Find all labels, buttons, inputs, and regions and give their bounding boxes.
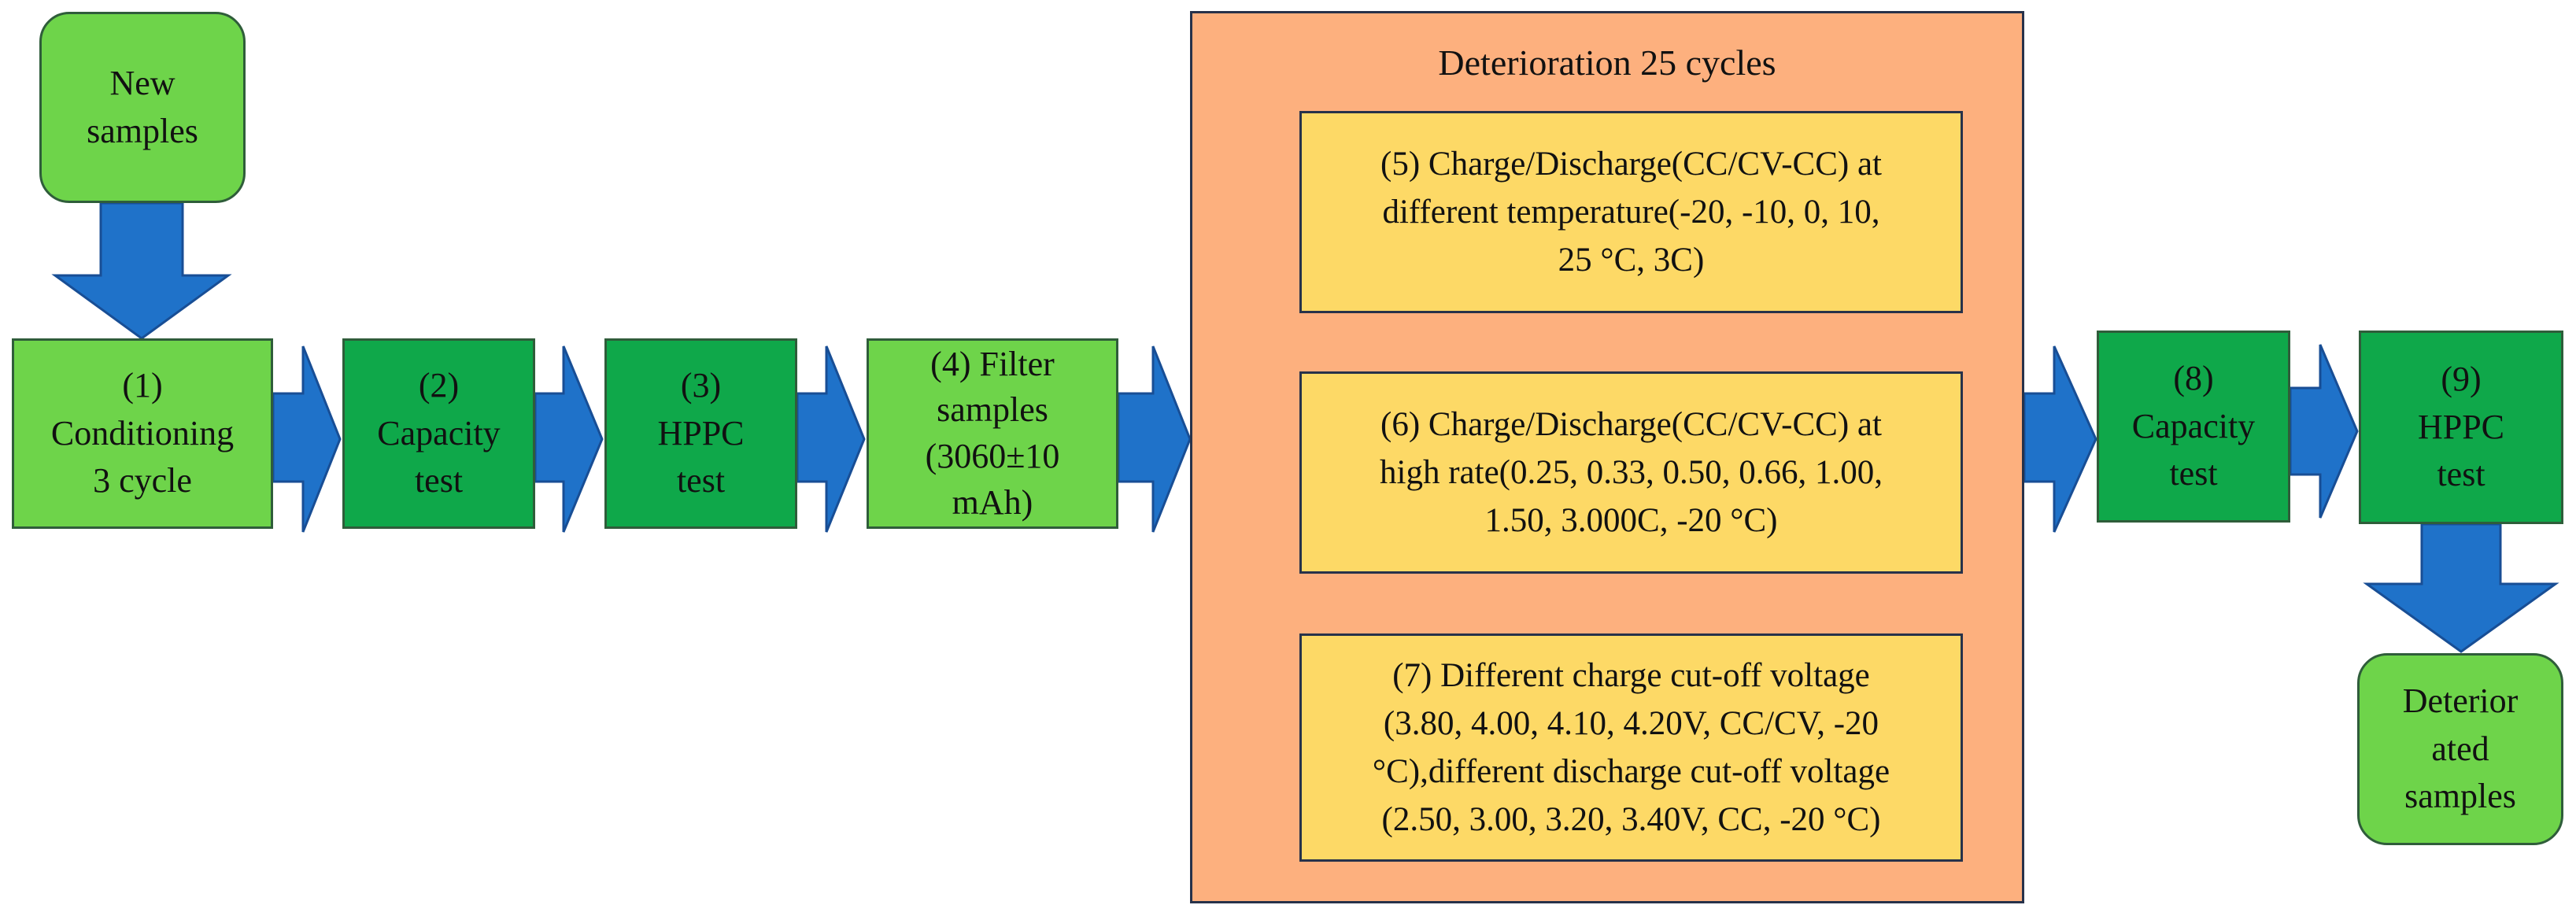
- node-deteriorated-samples-label: Deterior ated samples: [2402, 681, 2519, 816]
- node-step2-capacity-test: (2) Capacity test: [342, 338, 535, 529]
- arrow-right-step8-to-step9: [2289, 344, 2359, 519]
- node-step5-label: (5) Charge/Discharge(CC/CV-CC) at differ…: [1380, 145, 1882, 279]
- node-step2-label: (2) Capacity test: [377, 365, 501, 500]
- node-step9-label: (9) HPPC test: [2417, 359, 2505, 494]
- node-step8-capacity-test: (8) Capacity test: [2097, 331, 2290, 523]
- node-step5-temperature: (5) Charge/Discharge(CC/CV-CC) at differ…: [1299, 111, 1963, 313]
- node-new-samples-label: New samples: [87, 63, 198, 150]
- node-step7-cutoff-voltage: (7) Different charge cut-off voltage (3.…: [1299, 633, 1963, 862]
- arrow-down-step9-to-deteriorated: [2363, 523, 2559, 653]
- arrow-right-panel-to-step8: [2023, 345, 2097, 533]
- node-deteriorated-samples: Deterior ated samples: [2357, 653, 2563, 845]
- arrow-right-step2-to-step3: [534, 345, 604, 533]
- arrow-right-step3-to-step4: [796, 345, 866, 533]
- node-step9-hppc-test: (9) HPPC test: [2359, 331, 2563, 524]
- node-step8-label: (8) Capacity test: [2131, 358, 2256, 493]
- node-new-samples: New samples: [39, 12, 246, 203]
- node-step4-label: (4) Filter samples (3060±10 mAh): [925, 344, 1060, 522]
- node-step6-high-rate: (6) Charge/Discharge(CC/CV-CC) at high r…: [1299, 371, 1963, 574]
- deterioration-title: Deterioration 25 cycles: [1438, 42, 1776, 83]
- node-step1-label: (1) Conditioning 3 cycle: [50, 365, 235, 500]
- node-step4-filter-samples: (4) Filter samples (3060±10 mAh): [867, 338, 1118, 529]
- node-step3-hppc-test: (3) HPPC test: [604, 338, 797, 529]
- node-step6-label: (6) Charge/Discharge(CC/CV-CC) at high r…: [1380, 405, 1883, 540]
- node-step7-label: (7) Different charge cut-off voltage (3.…: [1372, 656, 1890, 839]
- node-step1-conditioning: (1) Conditioning 3 cycle: [12, 338, 273, 529]
- arrow-right-step1-to-step2: [272, 345, 342, 533]
- arrow-down-new-to-step1: [51, 201, 232, 340]
- arrow-right-step4-to-panel: [1117, 345, 1192, 533]
- deterioration-panel: Deterioration 25 cycles (5) Charge/Disch…: [1190, 11, 2024, 903]
- node-step3-label: (3) HPPC test: [657, 365, 745, 500]
